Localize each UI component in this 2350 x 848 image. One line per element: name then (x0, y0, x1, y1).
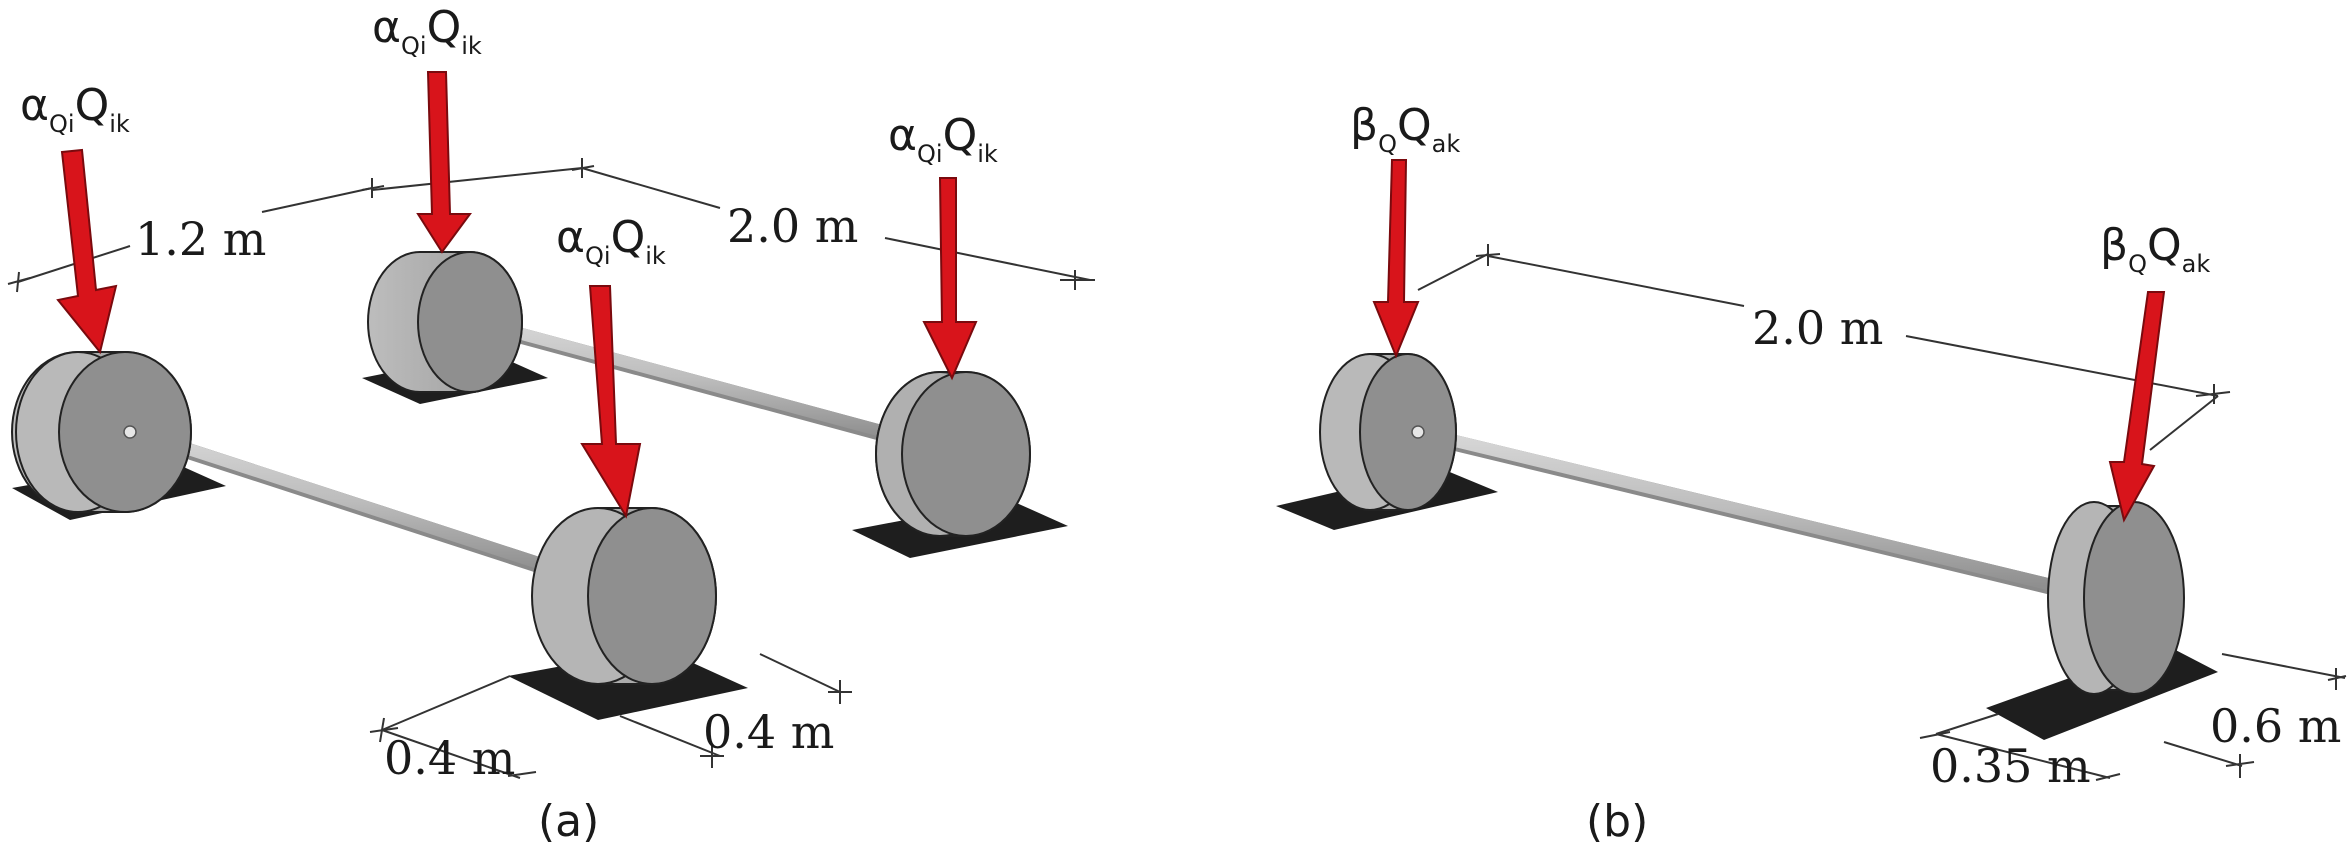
wheel-left-b (1319, 353, 1457, 511)
wheel-front-right-a (531, 507, 717, 685)
dimension-length-b: 0.6 m (2163, 653, 2347, 778)
wheel-back-left-a (367, 251, 523, 393)
axle-b (1412, 426, 2062, 592)
axle-back-a (464, 314, 906, 442)
dimension-axle-b: 2.0 m (1417, 244, 2231, 451)
dim-label-2-0m-a: 2.0 m (727, 199, 858, 253)
load-arrow-front-right-a (580, 285, 642, 519)
load-arrow-back-left-a (416, 71, 472, 254)
axle-front-a (124, 424, 566, 576)
dim-label-1-2m: 1.2 m (135, 212, 266, 266)
dim-label-0-4m-width-a: 0.4 m (384, 731, 515, 785)
load-label-front-right-a: αQiQik (556, 212, 666, 270)
panel-a: 1.2 m 2.0 m (7, 2, 1095, 847)
wheel-right-b (2047, 501, 2185, 695)
dim-label-0-35m: 0.35 m (1930, 739, 2091, 793)
caption-a: (a) (538, 796, 599, 847)
load-arrow-right-b (2108, 291, 2166, 523)
dim-label-0-6m: 0.6 m (2210, 699, 2341, 753)
caption-b: (b) (1586, 796, 1648, 847)
load-label-back-left-a: αQiQik (372, 2, 482, 60)
dim-label-2-0m-b: 2.0 m (1752, 301, 1883, 355)
load-label-left-b: βQQak (1350, 100, 1460, 158)
dimension-length-a: 0.4 m (619, 653, 852, 768)
load-label-right-b: βQQak (2100, 220, 2210, 278)
dimension-track-a: 1.2 m (7, 178, 385, 293)
load-label-front-left-a: αQiQik (20, 80, 130, 138)
dim-label-0-4m-length-a: 0.4 m (703, 705, 834, 759)
load-arrow-front-left-a (56, 148, 118, 355)
dimension-width-b: 0.35 m (1919, 713, 2121, 793)
load-arrow-back-right-a (922, 177, 978, 381)
panel-b: 2.0 m 0.35 m (1276, 100, 2347, 847)
wheel-front-left-a (11, 351, 192, 513)
dimension-width-a: 0.4 m (369, 675, 537, 785)
dimension-axle-a: 2.0 m (371, 158, 1095, 290)
load-arrow-left-b (1372, 159, 1420, 359)
wheel-back-right-a (875, 371, 1031, 537)
load-label-back-right-a: αQiQik (888, 110, 998, 168)
